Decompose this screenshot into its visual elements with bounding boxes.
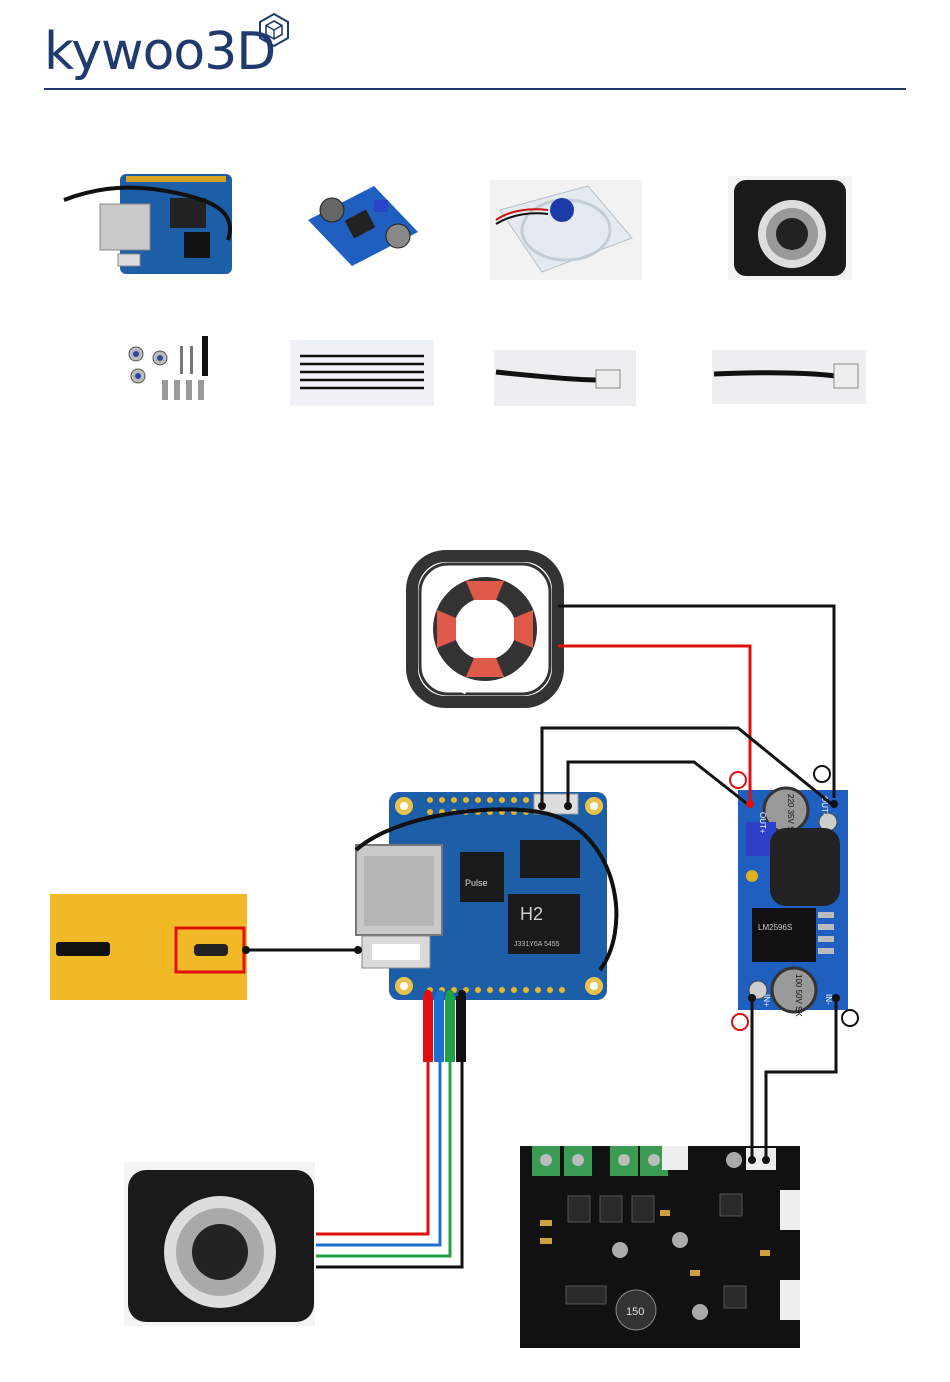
fan-symbol	[412, 556, 558, 702]
buck-converter: 220 35V SK LM2596S 100 50V SK OUT+ OUT- …	[738, 788, 848, 1017]
out-plus-label: OUT+	[758, 812, 767, 834]
printer-usb-port-panel	[50, 894, 247, 1000]
chip-name-label: H2	[520, 904, 543, 924]
in-minus-label: IN-	[824, 994, 833, 1005]
regulator-label: LM2596S	[758, 923, 792, 932]
orange-pi-board: Pulse H2 J331Y6A 5455	[356, 792, 616, 1000]
in-plus-label: IN+	[762, 994, 771, 1007]
camera-wire-bundle	[423, 996, 466, 1062]
inductor-label: 150	[626, 1306, 644, 1318]
chip-code-label: J331Y6A 5455	[514, 941, 560, 948]
printer-mainboard: 150	[520, 1146, 800, 1348]
cap-bottom-label: 100 50V SK	[794, 974, 803, 1017]
pulse-label: Pulse	[465, 878, 488, 888]
webcam	[124, 1162, 315, 1326]
